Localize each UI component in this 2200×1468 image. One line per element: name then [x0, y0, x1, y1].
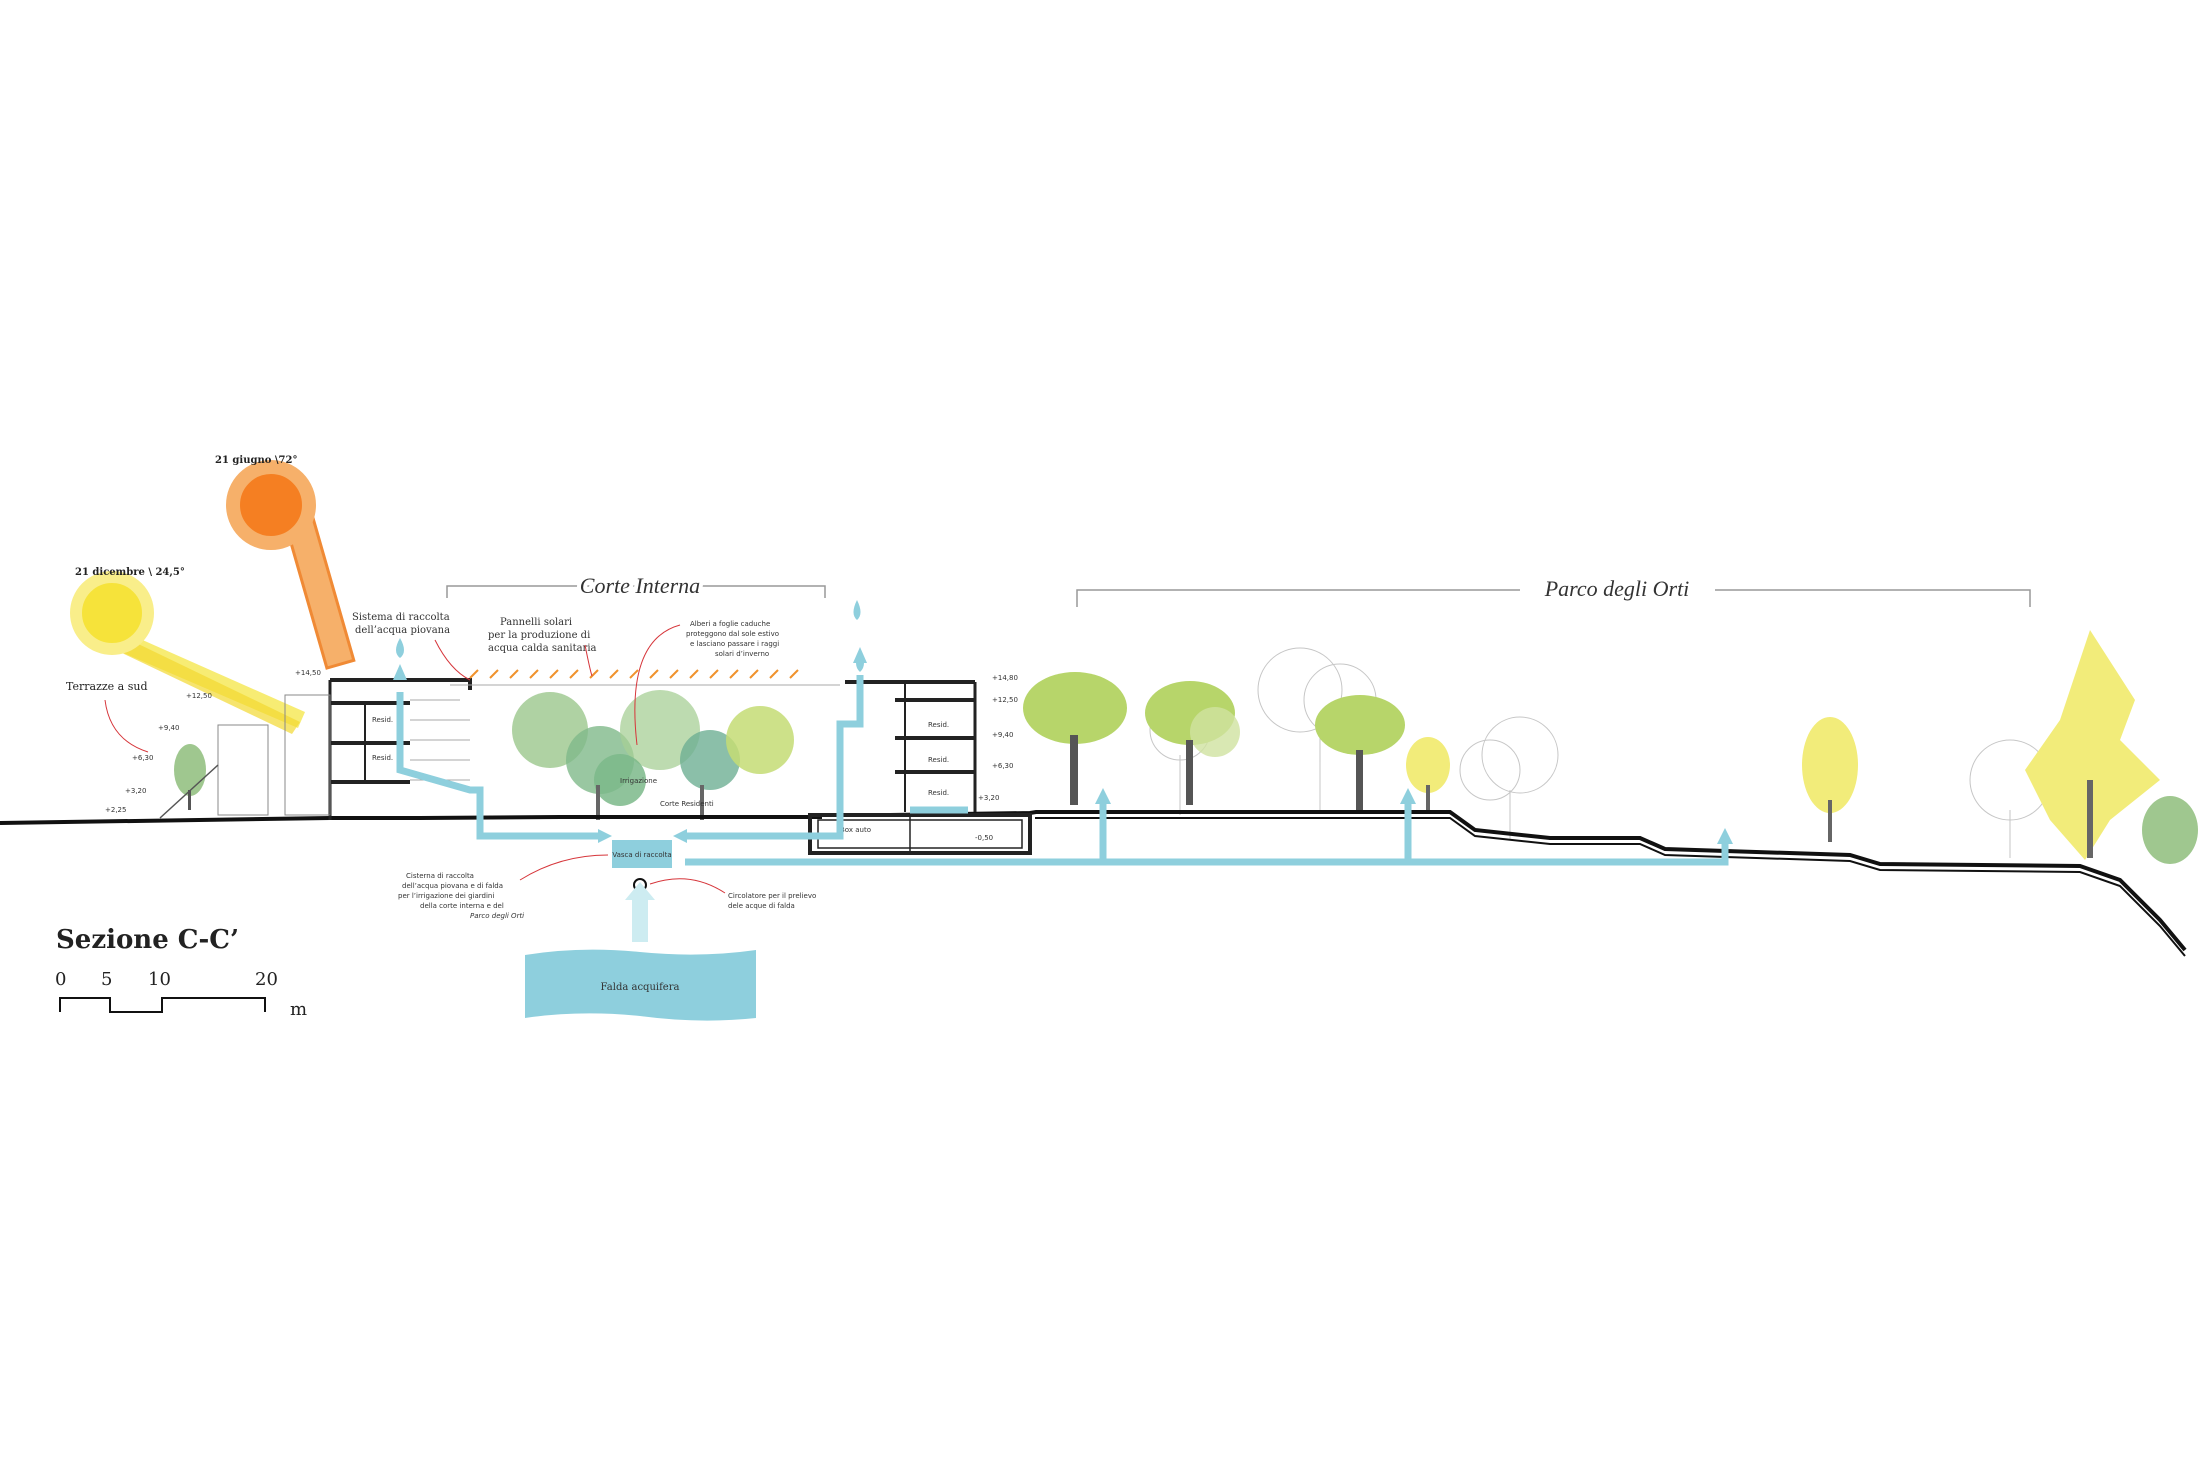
svg-text:e lasciano passare i raggi: e lasciano passare i raggi: [690, 640, 779, 648]
left-room-2: Resid.: [372, 754, 393, 762]
svg-text:+12,50: +12,50: [992, 696, 1018, 704]
svg-text:+12,50: +12,50: [186, 692, 212, 700]
svg-text:Cisterna di raccolta: Cisterna di raccolta: [406, 872, 474, 880]
water-pipes: [396, 675, 1729, 866]
annotation-pannelli: Pannelli solari per la produzione di acq…: [488, 617, 597, 677]
left-room-1: Resid.: [372, 716, 393, 724]
corte-residenti-label: Corte Residenti: [660, 800, 714, 808]
irrigazione-label: Irrigazione: [620, 777, 657, 785]
svg-text:Terrazze a sud: Terrazze a sud: [66, 680, 148, 693]
left-building: [159, 678, 472, 820]
annotation-alberi: Alberi a foglie caduche proteggono dal s…: [634, 620, 779, 746]
svg-text:Alberi a foglie caduche: Alberi a foglie caduche: [690, 620, 770, 628]
winter-sun-label: 21 dicembre \ 24,5°: [75, 567, 185, 578]
svg-text:20: 20: [255, 969, 278, 990]
section-title: Sezione C-C’: [56, 925, 239, 955]
svg-text:+6,30: +6,30: [132, 754, 153, 762]
svg-text:proteggono dal sole estivo: proteggono dal sole estivo: [686, 630, 779, 638]
collection-tank: [612, 840, 672, 868]
rain-drops: [396, 600, 864, 672]
park-trees: [174, 630, 2198, 864]
annotation-raccolta: Sistema di raccolta dell’acqua piovana: [352, 612, 471, 681]
svg-text:Parco degli Orti: Parco degli Orti: [470, 912, 524, 920]
corte-bracket: [446, 585, 826, 598]
svg-text:per l’irrigazione dei giardini: per l’irrigazione dei giardini: [398, 892, 494, 900]
svg-text:+6,30: +6,30: [992, 762, 1013, 770]
summer-sun-label: 21 giugno \72°: [215, 455, 297, 466]
svg-text:Sistema di raccolta: Sistema di raccolta: [352, 612, 450, 623]
left-levels: +14,50 +12,50 +9,40 +6,30 +3,20 +2,25: [105, 669, 321, 814]
svg-text:Pannelli solari: Pannelli solari: [500, 617, 572, 628]
court-trees: [512, 690, 794, 820]
svg-text:+3,20: +3,20: [125, 787, 146, 795]
svg-text:+2,25: +2,25: [105, 806, 126, 814]
svg-text:0: 0: [55, 969, 66, 990]
box-auto-label: Box auto: [840, 826, 871, 834]
svg-text:+3,20: +3,20: [978, 794, 999, 802]
svg-text:dele acque di falda: dele acque di falda: [728, 902, 795, 910]
svg-text:Circolatore per il prelievo: Circolatore per il prelievo: [728, 892, 816, 900]
corte-interna-title: Corte Interna: [580, 573, 700, 598]
solar-panels: [469, 669, 799, 679]
svg-text:10: 10: [148, 969, 171, 990]
svg-text:Corte Interna: Corte Interna: [580, 573, 700, 598]
svg-text:m: m: [290, 999, 307, 1020]
scale-bar: 0 5 10 20 m: [55, 969, 307, 1020]
groundwater-up-arrow: [632, 900, 648, 942]
svg-text:+9,40: +9,40: [992, 731, 1013, 739]
ground-line: [0, 810, 2187, 952]
winter-sun: 21 dicembre \ 24,5°: [70, 567, 305, 734]
svg-text:dell’acqua piovana: dell’acqua piovana: [355, 625, 450, 636]
annotation-circolatore: Circolatore per il prelievo dele acque d…: [649, 878, 816, 910]
annotation-cisterna: Cisterna di raccolta dell’acqua piovana …: [398, 854, 609, 920]
background-trees: [1149, 647, 2051, 858]
right-room-3: Resid.: [928, 789, 949, 797]
water-arrows: [393, 647, 1733, 844]
svg-text:dell’acqua piovana e di falda: dell’acqua piovana e di falda: [402, 882, 503, 890]
parco-orti-title: Parco degli Orti: [1544, 576, 1690, 601]
summer-sun: 21 giugno \72°: [215, 455, 356, 670]
svg-text:acqua calda sanitaria: acqua calda sanitaria: [488, 643, 597, 654]
svg-text:+9,40: +9,40: [158, 724, 179, 732]
vasca-label: Vasca di raccolta: [612, 851, 671, 859]
right-room-2: Resid.: [928, 756, 949, 764]
svg-text:-0,50: -0,50: [975, 834, 993, 842]
svg-text:+14,50: +14,50: [295, 669, 321, 677]
annotation-terrazze: Terrazze a sud: [66, 680, 149, 753]
svg-text:+14,80: +14,80: [992, 674, 1018, 682]
svg-text:della corte interna e del: della corte interna e del: [420, 902, 504, 910]
falda-label: Falda acquifera: [601, 982, 680, 993]
right-room-1: Resid.: [928, 721, 949, 729]
right-levels: +14,80 +12,50 +9,40 +6,30 +3,20 -0,50: [975, 674, 1018, 842]
aquifer: [525, 949, 756, 1021]
svg-text:5: 5: [101, 969, 112, 990]
svg-text:per la produzione di: per la produzione di: [488, 630, 590, 641]
svg-text:solari d’inverno: solari d’inverno: [715, 650, 769, 658]
